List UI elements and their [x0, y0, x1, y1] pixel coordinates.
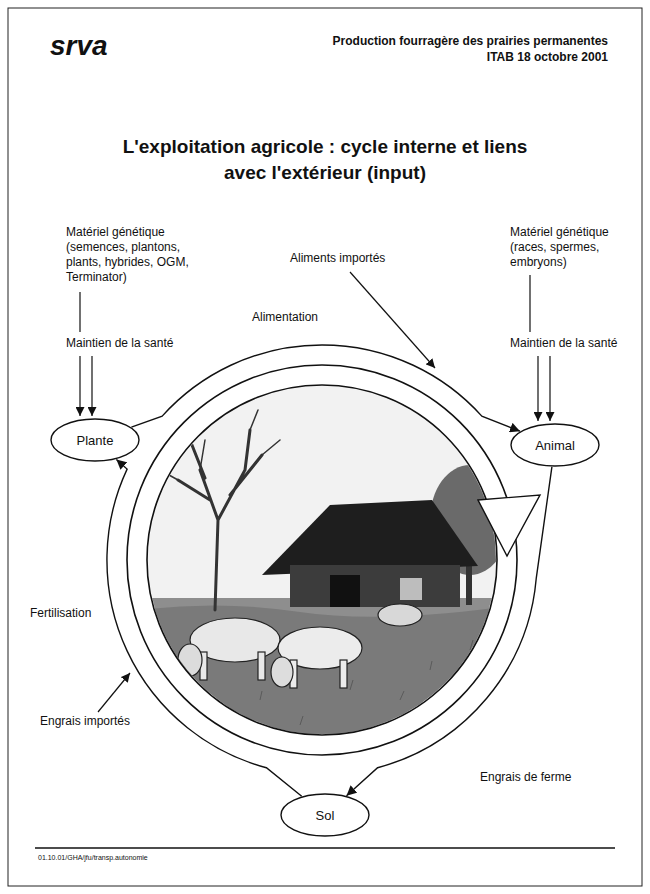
- header-text: ITAB 18 octobre 2001: [487, 50, 608, 65]
- ellipse-node: Sol: [280, 793, 370, 837]
- footer-code: 01.10.01/GHA/jfu/transp.autonomie: [38, 854, 148, 863]
- diagram-title: L'exploitation agricole : cycle interne …: [110, 134, 540, 186]
- input-arrow: [98, 673, 130, 712]
- page-frame: [8, 8, 642, 886]
- ellipse-node: Plante: [50, 418, 140, 462]
- input-line: [529, 275, 530, 332]
- footer-rule: [35, 847, 615, 849]
- edge-label: Engrais de ferme: [478, 770, 573, 784]
- cycle-ring: [147, 385, 497, 735]
- input-label: Matériel génétique (races, spermes, embr…: [510, 225, 638, 270]
- cycle-arrow: [347, 467, 552, 796]
- edge-label: Fertilisation: [28, 606, 93, 620]
- input-label: Maintien de la santé: [510, 336, 617, 351]
- cycle-arrow: [131, 345, 520, 431]
- logo-text: srva: [50, 28, 108, 63]
- input-arrow: [537, 356, 538, 421]
- node-label: Sol: [280, 808, 370, 823]
- input-label: Engrais importés: [40, 714, 130, 729]
- input-label: Aliments importés: [290, 251, 385, 266]
- header-text: Production fourragère des prairies perma…: [333, 34, 608, 49]
- input-arrow: [91, 356, 92, 416]
- cycle-ring: [127, 365, 517, 755]
- input-arrow: [79, 356, 80, 416]
- ellipse-node: Animal: [510, 423, 600, 467]
- node-label: Plante: [50, 433, 140, 448]
- input-label: Matériel génétique (semences, plantons, …: [66, 225, 216, 285]
- cycle-arrowhead: [478, 495, 540, 556]
- farm-photo: [140, 380, 510, 748]
- input-line: [79, 292, 80, 332]
- input-arrow: [350, 272, 435, 368]
- node-label: Animal: [510, 438, 600, 453]
- edge-label: Alimentation: [250, 310, 320, 324]
- input-label: Maintien de la santé: [66, 336, 173, 351]
- cycle-arrow: [107, 459, 302, 796]
- input-arrow: [549, 356, 550, 421]
